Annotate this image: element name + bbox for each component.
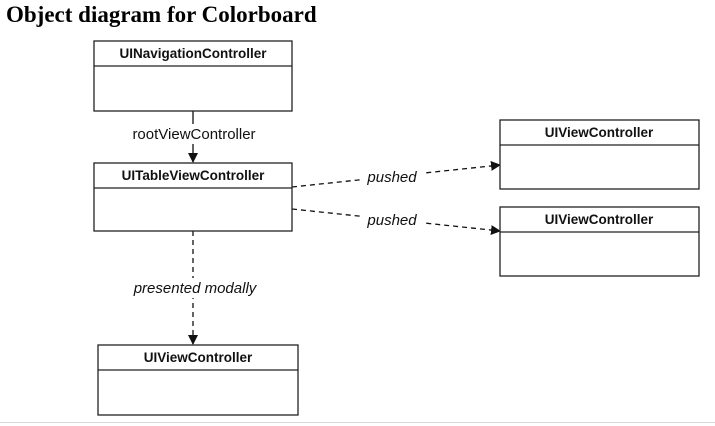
edge-label-pushed-bottom: pushed	[366, 212, 417, 229]
box-uiviewcontroller-right-bottom: UIViewController	[499, 206, 700, 277]
box-label-uiviewcontroller-bottom: UIViewController	[144, 350, 253, 365]
edge-label-root-view-controller: rootViewController	[132, 126, 255, 143]
edge-pushed-bottom: pushed	[291, 208, 501, 236]
box-label-uiviewcontroller-right-bottom: UIViewController	[545, 212, 654, 227]
edge-root-view-controller: rootViewController	[112, 111, 277, 163]
edge-label-pushed-top: pushed	[366, 169, 417, 186]
box-uinavigationcontroller: UINavigationController	[93, 40, 293, 112]
box-label-uitableviewcontroller: UITableViewController	[122, 168, 266, 183]
diagram-title: Object diagram for Colorboard	[6, 2, 317, 27]
edge-presented-modally: presented modally	[114, 231, 274, 345]
edge-label-presented-modally: presented modally	[133, 280, 258, 297]
edge-pushed-top: pushed	[291, 160, 501, 188]
box-label-uinavigationcontroller: UINavigationController	[119, 46, 267, 61]
box-uitableviewcontroller: UITableViewController	[93, 162, 293, 232]
box-uiviewcontroller-bottom: UIViewController	[97, 344, 299, 416]
box-label-uiviewcontroller-right-top: UIViewController	[545, 125, 654, 140]
bottom-divider	[0, 422, 715, 423]
box-uiviewcontroller-right-top: UIViewController	[499, 119, 700, 190]
